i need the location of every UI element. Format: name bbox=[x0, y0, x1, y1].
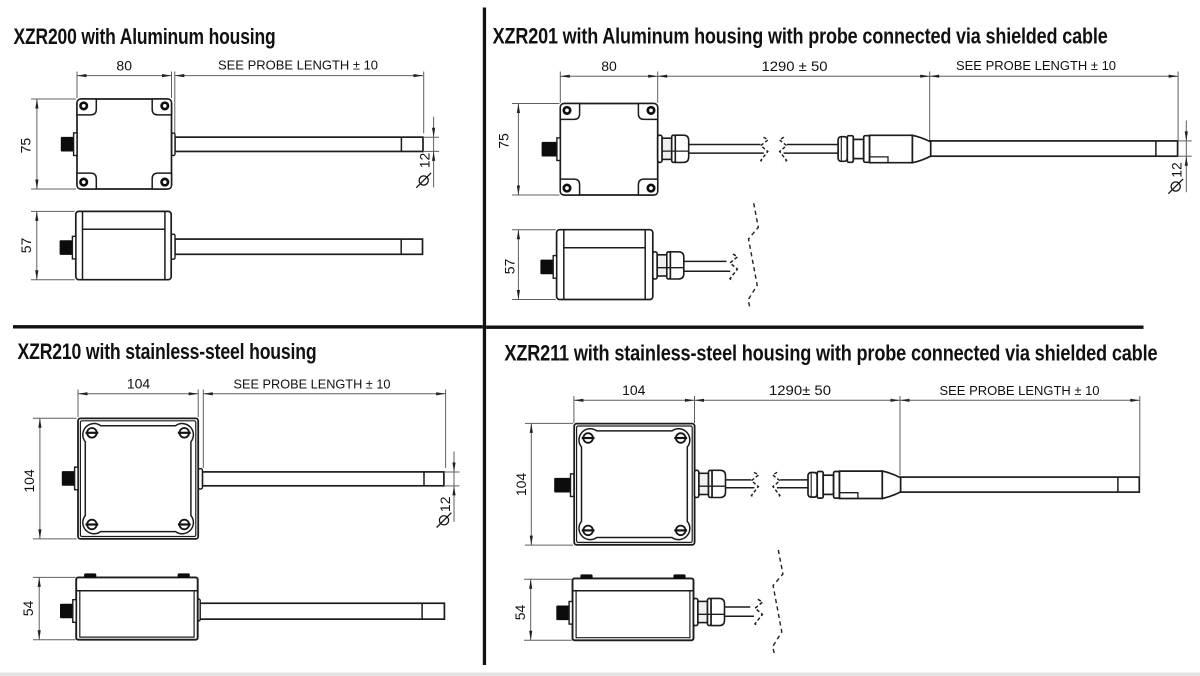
svg-text:XZR201 with Aluminum housing w: XZR201 with Aluminum housing with probe … bbox=[493, 23, 1108, 48]
svg-text:80: 80 bbox=[601, 58, 617, 74]
svg-text:80: 80 bbox=[116, 57, 132, 73]
svg-text:104: 104 bbox=[513, 473, 529, 497]
svg-text:12: 12 bbox=[417, 153, 433, 169]
svg-text:XZR200 with Aluminum housing: XZR200 with Aluminum housing bbox=[14, 24, 276, 49]
svg-text:57: 57 bbox=[502, 259, 518, 275]
svg-text:12: 12 bbox=[437, 496, 453, 512]
svg-text:SEE PROBE LENGTH ± 10: SEE PROBE LENGTH ± 10 bbox=[234, 376, 391, 391]
svg-text:54: 54 bbox=[512, 605, 528, 621]
svg-text:104: 104 bbox=[622, 382, 646, 398]
svg-text:54: 54 bbox=[20, 601, 36, 617]
svg-text:1290± 50: 1290± 50 bbox=[769, 382, 831, 398]
svg-text:104: 104 bbox=[127, 375, 151, 391]
svg-text:12: 12 bbox=[1169, 162, 1185, 178]
svg-text:104: 104 bbox=[21, 469, 37, 493]
svg-text:SEE PROBE LENGTH ± 10: SEE PROBE LENGTH ± 10 bbox=[940, 383, 1100, 398]
svg-text:57: 57 bbox=[18, 238, 34, 254]
svg-text:SEE PROBE LENGTH ± 10: SEE PROBE LENGTH ± 10 bbox=[956, 58, 1116, 73]
svg-text:SEE PROBE LENGTH ± 10: SEE PROBE LENGTH ± 10 bbox=[218, 57, 378, 72]
svg-text:XZR210 with stainless-steel ho: XZR210 with stainless-steel housing bbox=[18, 339, 317, 364]
svg-text:75: 75 bbox=[17, 138, 33, 154]
svg-text:75: 75 bbox=[496, 133, 512, 149]
svg-text:XZR211 with stainless-steel ho: XZR211 with stainless-steel housing with… bbox=[504, 341, 1157, 366]
svg-text:1290 ± 50: 1290 ± 50 bbox=[762, 58, 828, 74]
